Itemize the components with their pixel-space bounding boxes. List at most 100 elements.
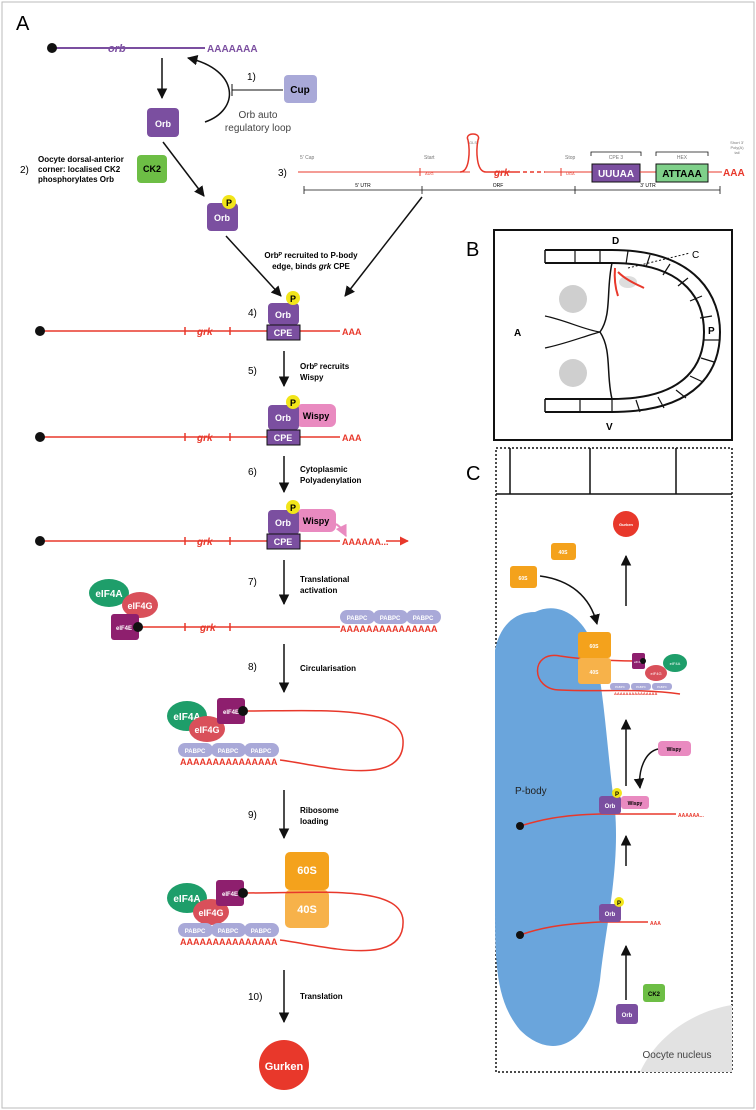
panel-b-label: B <box>466 239 479 261</box>
pabpc-label: PABPC <box>185 749 206 755</box>
step-6-l2: Polyadenylation <box>300 476 361 485</box>
poly-a-long: AAAAAAAAAAAAAAA <box>180 937 278 947</box>
auto-loop-l2: regulatory loop <box>225 123 292 134</box>
recruit-l1: Orbᴾ recruited to P-body <box>264 251 358 260</box>
poly-a-growing-c: AAAAAA... <box>678 813 704 819</box>
gene-aug: AUG <box>425 171 434 176</box>
wispy-label-c: Wispy <box>628 801 643 807</box>
gurken-protein <box>259 1040 309 1090</box>
orb-gene-label: orb <box>108 43 126 55</box>
gurken-label-c: Gurken <box>619 522 634 527</box>
aaa-label: AAA <box>342 327 362 337</box>
gene-short-l1: Short 3' <box>730 140 744 145</box>
mrna-step7: grk eIF4A eIF4G eIF4E PABPC PABPC PABPC … <box>89 579 441 640</box>
auto-loop-l1: Orb auto <box>239 110 278 121</box>
step-10-label: 10) <box>248 992 262 1003</box>
gene-gls: GLS <box>469 140 477 145</box>
pabpc-label: PABPC <box>218 749 239 755</box>
step-4-label: 4) <box>248 308 257 319</box>
wispy-label: Wispy <box>303 516 329 526</box>
step-10-text: Translation <box>300 992 343 1001</box>
gene-hex-label: HEX <box>677 155 688 161</box>
ribosome-60s-label: 60S <box>297 865 317 877</box>
gene-cpe-seq: UUUAA <box>598 169 634 180</box>
gene-hex-seq: ATTAAA <box>662 169 702 180</box>
cup-box: Cup <box>284 75 317 103</box>
egg-chamber: D C A P V <box>493 229 733 441</box>
ck2-label: CK2 <box>143 164 161 174</box>
cpe-label: CPE <box>274 328 293 338</box>
eif4a-c: eIF4A <box>670 661 681 666</box>
grk-label: grk <box>196 327 213 338</box>
step-8-label: 8) <box>248 662 257 673</box>
step-5-label: 5) <box>248 366 257 377</box>
axis-anterior: A <box>514 328 521 339</box>
grk-label: grk <box>199 623 216 634</box>
orb-label: Orb <box>275 310 292 320</box>
mrna-ribosome-step9: 60S 40S eIF4A eIF4G eIF4E PABPC PABPC PA… <box>167 852 404 952</box>
mrna-circular-step8: eIF4A eIF4G eIF4E PABPC PABPC PABPC AAAA… <box>167 698 404 772</box>
grk-label: grk <box>196 537 213 548</box>
orb-label-c: Orb <box>605 804 616 810</box>
wispy-box-c <box>658 741 691 756</box>
wispy-label: Wispy <box>303 411 329 421</box>
pabpc-label: PABPC <box>347 616 368 622</box>
cpe-label: CPE <box>274 537 293 547</box>
gurken-protein-c <box>613 511 639 537</box>
step-9-l2: loading <box>300 817 329 826</box>
orb-label: Orb <box>155 119 172 129</box>
step-8-text: Circularisation <box>300 664 356 673</box>
mrna-step5: grk AAA Wispy Orb P CPE <box>35 395 362 446</box>
pabpc-c: PABPC <box>615 685 626 689</box>
orb-gene: orb AAAAAAA <box>47 43 258 55</box>
cup-label: Cup <box>290 85 309 96</box>
ribosome-40s-c: 40S <box>559 550 569 556</box>
phosphate-label: P <box>290 398 296 408</box>
panel-a-label: A <box>16 13 30 35</box>
axis-posterior: P <box>708 326 715 337</box>
phosphate-c: P <box>615 792 619 798</box>
step-7-l2: activation <box>300 586 337 595</box>
gene-uga: UGA <box>566 171 575 176</box>
step-2-l3: phosphorylates Orb <box>38 175 114 184</box>
orb-box-top: Orb <box>147 108 179 137</box>
wispy-label-c: Wispy <box>667 747 682 753</box>
orb-label: Orb <box>275 413 292 423</box>
orb-label-c: Orb <box>605 912 616 918</box>
step-3-label: 3) <box>278 168 287 179</box>
pabpc-c: PABPC <box>636 685 647 689</box>
ck2-label-c: CK2 <box>648 992 661 998</box>
pabpc-label: PABPC <box>185 929 206 935</box>
gene-short-l2: Poly(A) <box>730 145 744 150</box>
step-7-l1: Translational <box>300 575 349 584</box>
ribosome-60s-c: 60S <box>590 644 600 650</box>
eif4e-label: eIF4E <box>116 626 132 632</box>
gene-cpe-label: CPE 3 <box>609 155 624 161</box>
pabpc-c: PABPC <box>657 685 668 689</box>
poly-a-growing: AAAAAA... <box>342 537 389 547</box>
pabpc-label: PABPC <box>218 929 239 935</box>
cpe-label: CPE <box>274 433 293 443</box>
gene-short-l3: tail <box>734 150 739 155</box>
gene-utr5: 5' UTR <box>355 183 371 189</box>
phosphate-label: P <box>290 294 296 304</box>
eif4a-label: eIF4A <box>95 589 122 600</box>
orb-box-c <box>616 1004 638 1024</box>
aaa-label: AAA <box>342 433 362 443</box>
panel-c-label: C <box>466 463 480 485</box>
axis-dorsal: D <box>612 236 619 247</box>
oocyte-corner <box>495 447 733 1073</box>
step-2-l1: Oocyte dorsal-anterior <box>38 155 124 164</box>
pabpc-label: PABPC <box>251 749 272 755</box>
phosphate-c: P <box>617 901 621 907</box>
gene-start: Start <box>424 155 435 161</box>
step-9-l1: Ribosome <box>300 806 339 815</box>
axis-ventral: V <box>606 422 613 433</box>
gene-orf: ORF <box>493 183 504 189</box>
orb-label: Orb <box>275 518 292 528</box>
step-1-label: 1) <box>247 72 256 83</box>
mrna-orbp-c: AAA Orb P <box>516 897 661 939</box>
step-5-l1: Orbᴾ recruits <box>300 362 350 371</box>
eif4g-label: eIF4G <box>127 601 152 611</box>
